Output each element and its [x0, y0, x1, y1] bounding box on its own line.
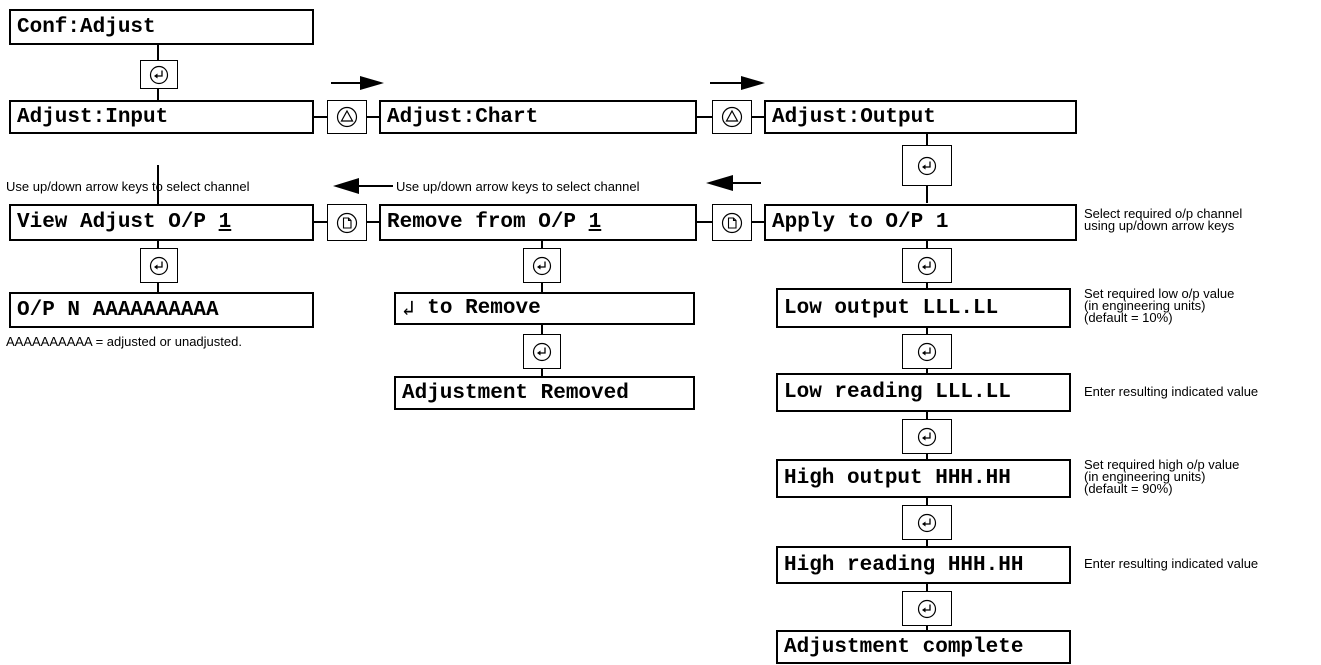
note-line: Set required low o/p value [1084, 286, 1235, 301]
note-line: (default = 10%) [1084, 310, 1173, 325]
return-glyph-icon: ↲ [402, 298, 415, 322]
low-reading-display: Low reading LLL.LL [776, 373, 1071, 412]
note-line: Set required high o/p value [1084, 457, 1240, 472]
page-key[interactable] [712, 204, 752, 241]
page-key-icon [721, 212, 743, 233]
to-remove-label: to Remove [414, 297, 541, 320]
low-value-note: Set required low o/p value (in engineeri… [1084, 286, 1235, 325]
enter-key[interactable] [902, 419, 952, 454]
high-value-note: Set required high o/p value (in engineer… [1084, 457, 1240, 496]
high-output-display: High output HHH.HH [776, 459, 1071, 498]
enter-key-icon [917, 342, 937, 361]
view-adjust-display: View Adjust O/P 1 [9, 204, 314, 241]
adjust-input-label: Adjust:Input [17, 105, 169, 129]
apply-to-display: Apply to O/P 1 [764, 204, 1077, 241]
high-output-label: High output HHH.HH [784, 467, 1011, 490]
low-reading-label: Low reading LLL.LL [784, 381, 1011, 404]
select-channel-note: Use up/down arrow keys to select channel [396, 179, 640, 194]
up-arrow-key[interactable] [712, 100, 752, 134]
op-status-display: O/P N AAAAAAAAAA [9, 292, 314, 328]
enter-key[interactable] [902, 145, 952, 186]
apply-to-label: Apply to O/P 1 [772, 211, 949, 234]
view-adjust-channel: 1 [218, 211, 232, 234]
adjustment-complete-label: Adjustment complete [784, 635, 1024, 659]
adjust-chart-display: Adjust:Chart [379, 100, 697, 134]
enter-key[interactable] [140, 60, 178, 89]
adjust-output-label: Adjust:Output [772, 105, 936, 129]
up-arrow-key-icon [721, 106, 743, 128]
select-op-note: Select required o/p channel using up/dow… [1084, 206, 1243, 233]
page-key-icon [336, 212, 358, 233]
enter-key[interactable] [140, 248, 178, 283]
enter-key-icon [917, 427, 937, 446]
low-reading-note: Enter resulting indicated value [1084, 384, 1259, 399]
remove-from-channel: 1 [588, 211, 602, 234]
conf-adjust-display: Conf:Adjust [9, 9, 314, 45]
select-channel-note: Use up/down arrow keys to select channel [6, 179, 250, 194]
enter-key-icon [532, 256, 552, 275]
high-reading-label: High reading HHH.HH [784, 553, 1024, 577]
adjustment-removed-display: Adjustment Removed [394, 376, 695, 410]
enter-key[interactable] [902, 591, 952, 626]
enter-key-icon [149, 256, 169, 275]
view-adjust-label: View Adjust O/P [17, 211, 219, 234]
enter-key-icon [917, 513, 937, 532]
conf-adjust-label: Conf:Adjust [17, 15, 156, 39]
note-line: (default = 90%) [1084, 481, 1173, 496]
remove-from-label: Remove from O/P [387, 211, 589, 234]
enter-key[interactable] [523, 334, 561, 369]
enter-key-icon [917, 156, 937, 175]
low-output-display: Low output LLL.LL [776, 288, 1071, 328]
enter-key-icon [532, 342, 552, 361]
enter-key-icon [917, 256, 937, 275]
adjust-chart-label: Adjust:Chart [387, 105, 539, 129]
enter-key-icon [917, 599, 937, 618]
up-arrow-key-icon [336, 106, 358, 128]
enter-key[interactable] [902, 334, 952, 369]
note-line: (in engineering units) [1084, 298, 1206, 313]
high-reading-display: High reading HHH.HH [776, 546, 1071, 584]
enter-key[interactable] [902, 505, 952, 540]
note-line: Select required o/p channel [1084, 206, 1243, 221]
up-arrow-key[interactable] [327, 100, 367, 134]
to-remove-display: ↲ to Remove [394, 292, 695, 325]
adjusted-state-note: AAAAAAAAAA = adjusted or unadjusted. [6, 334, 242, 349]
enter-key[interactable] [523, 248, 561, 283]
low-output-label: Low output LLL.LL [784, 296, 999, 320]
enter-key-icon [149, 65, 169, 84]
page-key[interactable] [327, 204, 367, 241]
adjustment-removed-label: Adjustment Removed [402, 381, 629, 405]
enter-key[interactable] [902, 248, 952, 283]
high-reading-note: Enter resulting indicated value [1084, 556, 1259, 571]
note-line: (in engineering units) [1084, 469, 1206, 484]
remove-from-display: Remove from O/P 1 [379, 204, 697, 241]
adjust-output-display: Adjust:Output [764, 100, 1077, 134]
adjust-input-display: Adjust:Input [9, 100, 314, 134]
op-status-label: O/P N AAAAAAAAAA [17, 298, 219, 322]
note-line: using up/down arrow keys [1084, 218, 1235, 233]
adjustment-complete-display: Adjustment complete [776, 630, 1071, 664]
